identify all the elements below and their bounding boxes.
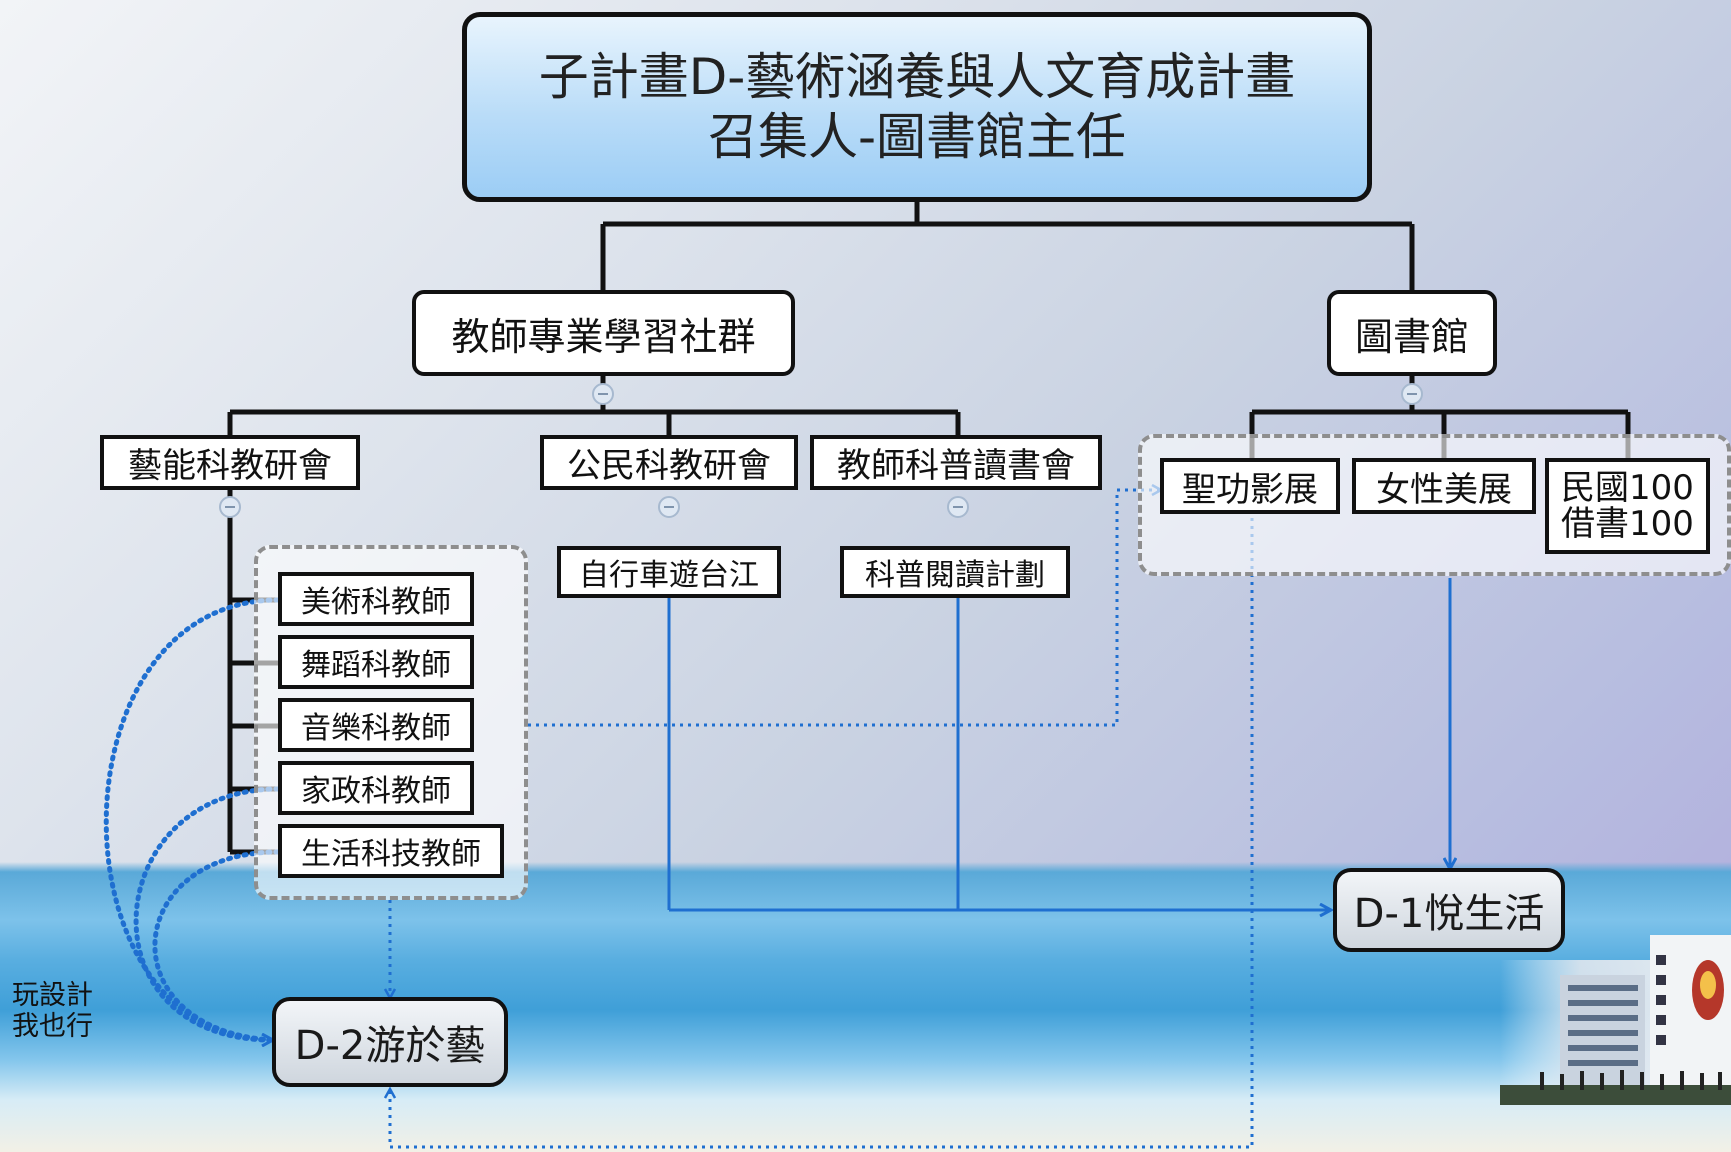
borrow-books-line2: 借書100 xyxy=(1561,504,1694,544)
science-reading-plan-label: 科普閱讀計劃 xyxy=(865,558,1045,593)
teacher-art-label: 美術科教師 xyxy=(301,585,451,620)
borrow-books-box: 民國100 借書100 xyxy=(1545,458,1710,554)
library-label: 圖書館 xyxy=(1354,314,1469,359)
exhibit-women-box: 女性美展 xyxy=(1352,458,1536,514)
teacher-living-technology: 生活科技教師 xyxy=(278,824,504,878)
teacher-home-economics-label: 家政科教師 xyxy=(301,774,451,809)
outcome-d1-box: D-1悅生活 xyxy=(1333,868,1565,952)
exhibit-women-label: 女性美展 xyxy=(1376,469,1512,510)
project-convener: 召集人-圖書館主任 xyxy=(707,108,1127,166)
arts-group-label: 藝能科教研會 xyxy=(128,446,332,486)
teacher-music: 音樂科教師 xyxy=(278,698,474,752)
civics-group-label: 公民科教研會 xyxy=(567,446,771,486)
borrow-books-line1: 民國100 xyxy=(1561,468,1694,508)
outcome-d1-label: D-1悅生活 xyxy=(1353,891,1545,937)
side-note: 玩設計 我也行 xyxy=(12,980,93,1042)
bike-tour-label: 自行車遊台江 xyxy=(579,558,759,593)
teacher-dance-label: 舞蹈科教師 xyxy=(301,648,451,683)
teacher-art: 美術科教師 xyxy=(278,572,474,626)
teacher-dance: 舞蹈科教師 xyxy=(278,635,474,689)
exhibit-film-label: 聖功影展 xyxy=(1182,469,1318,510)
flow-to-d1 xyxy=(667,578,1450,910)
bike-tour-box: 自行車遊台江 xyxy=(557,546,781,598)
arts-group-box: 藝能科教研會 xyxy=(100,435,360,490)
project-title: 子計畫D-藝術涵養與人文育成計畫 xyxy=(538,48,1296,106)
teacher-community-box: 教師專業學習社群 xyxy=(412,290,795,376)
science-reading-plan-box: 科普閱讀計劃 xyxy=(840,546,1070,598)
flow-dotted-curves xyxy=(103,597,281,1040)
side-note-line2: 我也行 xyxy=(12,1011,93,1042)
teacher-home-economics: 家政科教師 xyxy=(278,761,474,815)
teacher-community-label: 教師專業學習社群 xyxy=(451,314,756,359)
side-note-line1: 玩設計 xyxy=(12,980,93,1011)
project-title-box: 子計畫D-藝術涵養與人文育成計畫 召集人-圖書館主任 xyxy=(462,12,1372,202)
outcome-d2-box: D-2游於藝 xyxy=(272,997,508,1087)
science-reading-group-box: 教師科普讀書會 xyxy=(810,435,1102,490)
exhibit-film-box: 聖功影展 xyxy=(1160,458,1340,514)
collapse-toggles xyxy=(219,383,1423,518)
civics-group-box: 公民科教研會 xyxy=(540,435,798,490)
teacher-music-label: 音樂科教師 xyxy=(301,711,451,746)
flow-dotted xyxy=(390,490,1254,1149)
teacher-living-technology-label: 生活科技教師 xyxy=(301,837,481,872)
library-box: 圖書館 xyxy=(1327,290,1497,376)
science-reading-group-label: 教師科普讀書會 xyxy=(837,446,1075,486)
outcome-d2-label: D-2游於藝 xyxy=(294,1023,486,1069)
